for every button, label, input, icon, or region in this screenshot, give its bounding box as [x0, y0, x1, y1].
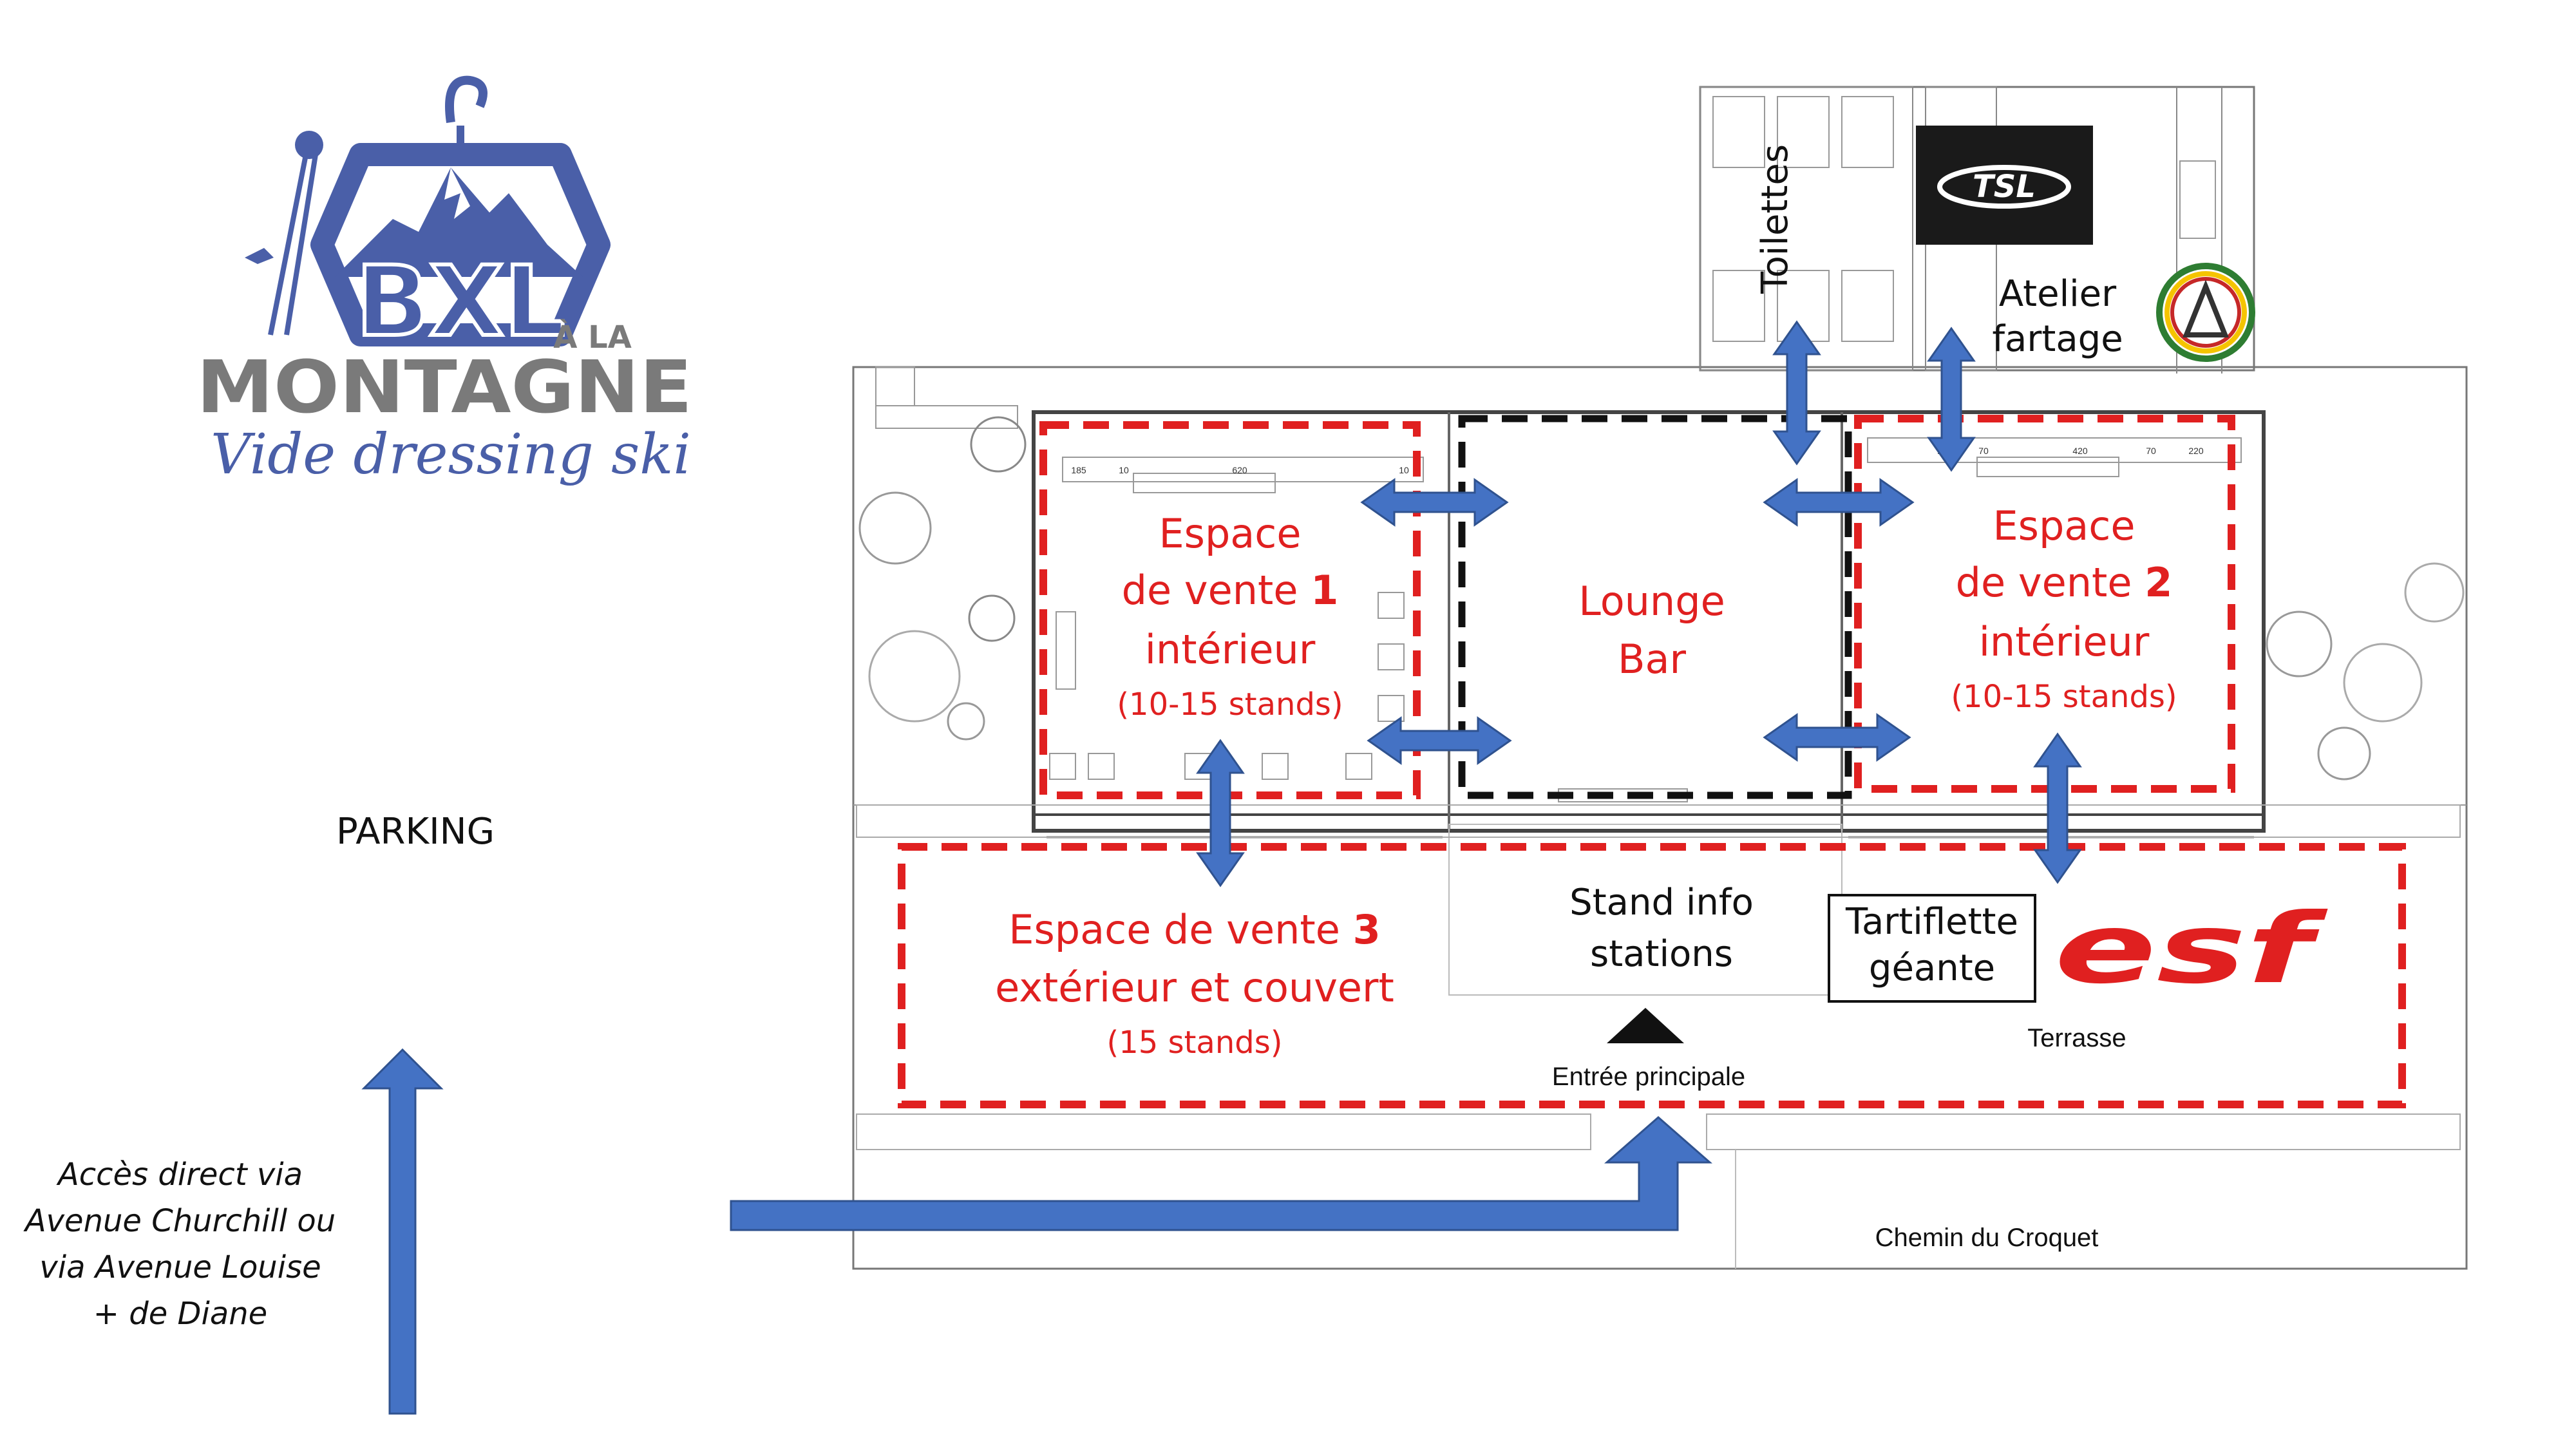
chemin-label: Chemin du Croquet [1875, 1224, 2099, 1252]
arrow-access-entrance [730, 1116, 1712, 1231]
access-directions-text: Accès direct via Avenue Churchill ou via… [23, 1157, 336, 1332]
zone-lounge-outline [1458, 415, 1852, 799]
svg-text:esf: esf [2054, 893, 2328, 1005]
svg-text:Espace: Espace [1159, 510, 1301, 557]
toilets-label: Toilettes [1754, 144, 1796, 294]
tartiflette-box: Tartiflette géante [1828, 894, 2036, 1003]
svg-text:Stand info: Stand info [1569, 882, 1754, 923]
svg-text:10: 10 [1399, 465, 1409, 475]
svg-text:TSL: TSL [1973, 169, 2036, 205]
logo-tagline-text: Vide dressing ski [211, 422, 691, 487]
circulation-arrows [361, 320, 2082, 1415]
entrance-marker-icon [1607, 1008, 1684, 1043]
svg-text:(10-15 stands): (10-15 stands) [1117, 687, 1343, 723]
svg-text:185: 185 [1071, 465, 1086, 475]
svg-text:stations: stations [1590, 933, 1733, 975]
svg-text:Tartiflette: Tartiflette [1845, 901, 2018, 943]
bxl-logo: BXL À LA MONTAGNE Vide dressing ski [196, 75, 692, 487]
svg-text:intérieur: intérieur [1145, 626, 1316, 673]
arrow-toilets [1772, 320, 1821, 466]
arrow-atelier [1927, 327, 1976, 472]
arrow-lounge-vente2-bottom [1763, 713, 1911, 762]
stand-info-label: Stand info stations [1569, 882, 1754, 975]
logo-bxl-text: BXL [355, 246, 565, 358]
svg-text:(15 stands): (15 stands) [1107, 1025, 1283, 1061]
logo-montagne-text: MONTAGNE [196, 346, 692, 430]
terrasse-label: Terrasse [2027, 1024, 2126, 1052]
svg-text:Bar: Bar [1618, 636, 1687, 683]
svg-text:intérieur: intérieur [1979, 618, 2150, 665]
svg-text:Espace: Espace [1993, 502, 2135, 549]
atelier-fartage-logo [2156, 263, 2255, 362]
arrow-vente1-vente3 [1196, 739, 1245, 887]
svg-text:via Avenue Louise: via Avenue Louise [39, 1249, 321, 1285]
svg-text:fartage: fartage [1992, 318, 2123, 360]
svg-text:(10-15 stands): (10-15 stands) [1951, 679, 2177, 715]
atelier-fartage-label: Atelier fartage [1992, 273, 2123, 360]
arrow-lounge-vente2-top [1763, 478, 1915, 527]
svg-text:420: 420 [2072, 446, 2088, 456]
svg-text:extérieur et couvert: extérieur et couvert [995, 964, 1394, 1011]
svg-text:Atelier: Atelier [1999, 273, 2117, 315]
parking-label: PARKING [336, 811, 495, 853]
svg-text:620: 620 [1232, 465, 1247, 475]
arrow-vente1-lounge-top [1360, 478, 1509, 527]
zone-vente2-label: Espace de vente 2 intérieur (10-15 stand… [1951, 502, 2177, 715]
svg-text:de vente 1: de vente 1 [1122, 567, 1339, 614]
zone-vente3-label: Espace de vente 3 extérieur et couvert (… [995, 906, 1394, 1061]
svg-text:10: 10 [1119, 465, 1129, 475]
logo-a-la-text: À LA [553, 319, 632, 355]
svg-text:Lounge: Lounge [1578, 578, 1725, 625]
svg-text:70: 70 [2146, 446, 2156, 456]
zone-vente1-label: Espace de vente 1 intérieur (10-15 stand… [1117, 510, 1343, 723]
svg-text:de vente 2: de vente 2 [1956, 559, 2173, 606]
svg-text:70: 70 [1978, 446, 1989, 456]
entree-principale-label: Entrée principale [1552, 1063, 1745, 1091]
esf-sponsor-logo: esf [2054, 893, 2328, 1005]
svg-text:Accès direct via: Accès direct via [56, 1157, 303, 1193]
svg-text:Espace de vente 3: Espace de vente 3 [1009, 906, 1380, 953]
svg-text:géante: géante [1869, 947, 1995, 989]
arrow-vente2-vente3 [2033, 732, 2082, 884]
svg-text:Avenue Churchill ou: Avenue Churchill ou [23, 1203, 336, 1239]
svg-text:+ de Diane: + de Diane [93, 1296, 267, 1332]
arrow-vente1-lounge-bottom [1367, 716, 1512, 765]
tsl-sponsor-logo: TSL [1916, 126, 2093, 245]
lounge-bar-label: Lounge Bar [1578, 578, 1725, 683]
zone-vente2-outline [1854, 415, 2235, 793]
arrow-access-vertical [361, 1048, 444, 1415]
svg-text:220: 220 [2188, 446, 2204, 456]
